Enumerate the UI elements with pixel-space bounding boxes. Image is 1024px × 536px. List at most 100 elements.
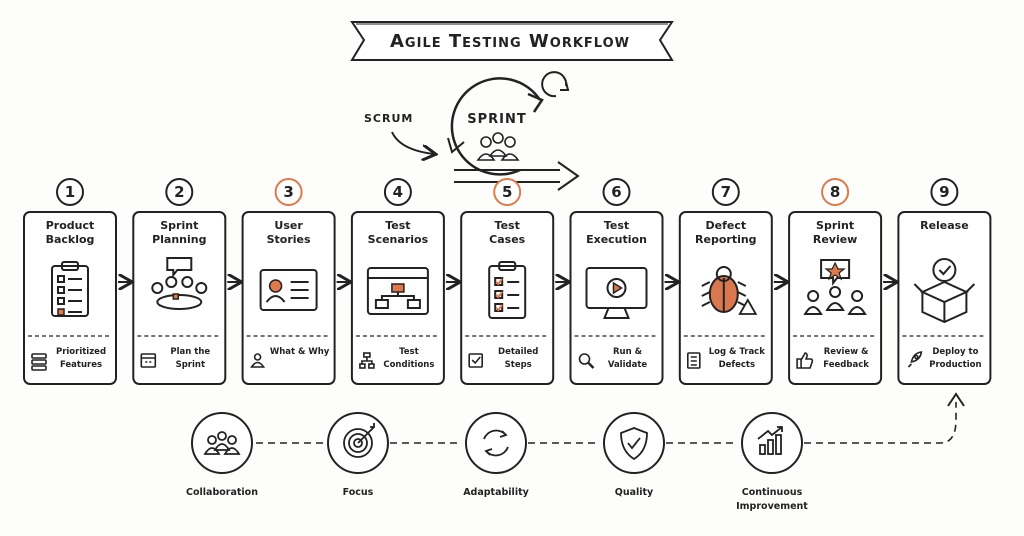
people-icon — [203, 431, 241, 455]
value-label: Collaboration — [186, 487, 258, 498]
growth-chart-icon — [757, 426, 783, 455]
step-card-5 — [460, 178, 555, 385]
value-circle-group — [191, 412, 803, 474]
rocket-icon — [907, 351, 923, 368]
sprint-team-icon — [476, 132, 520, 161]
step-footer: What & Why — [269, 347, 330, 357]
step-number: 4 — [392, 183, 404, 201]
value-label: Adaptability — [463, 487, 529, 498]
step-footer: Review & Feedback — [823, 347, 869, 370]
step-number: 9 — [939, 183, 950, 201]
step-title: User Stories — [266, 219, 311, 246]
step-card-4 — [350, 178, 445, 385]
monitor-play-icon — [585, 267, 648, 319]
step-card-box — [350, 211, 445, 385]
magnifier-icon — [578, 353, 595, 369]
sprint-cycle-icon — [447, 71, 580, 191]
value-collaboration — [191, 412, 253, 474]
step-number-circle — [602, 178, 631, 206]
step-title: Defect Reporting — [695, 219, 757, 246]
checklist-clipboard-icon — [488, 261, 527, 319]
step-card-box — [132, 211, 227, 385]
cycle-arrows-icon — [483, 429, 509, 457]
clipboard-list-icon — [51, 261, 89, 317]
step-card-box — [897, 211, 992, 385]
step-title: Sprint Review — [812, 219, 858, 246]
value-label: Continuous Improvement — [736, 487, 808, 512]
step-title: Test Scenarios — [367, 219, 429, 246]
step-title: Product Backlog — [45, 219, 95, 246]
step-footer: Deploy to Production — [929, 347, 982, 370]
step-number-circle — [383, 178, 412, 206]
step-number-circle — [821, 178, 850, 206]
checkbox-icon — [468, 353, 484, 368]
step-card-box — [241, 211, 336, 385]
team-meeting-icon — [151, 257, 208, 310]
bug-warning-icon — [701, 266, 758, 315]
step-number-circle — [56, 178, 84, 206]
step-number: 1 — [64, 183, 76, 201]
release-arrowhead — [947, 392, 965, 407]
user-icon — [250, 353, 266, 368]
calendar-icon — [140, 353, 157, 368]
step-footer: Plan the Sprint — [170, 347, 211, 370]
step-card-9 — [897, 178, 992, 385]
value-focus — [327, 412, 389, 474]
step-footer: Detailed Steps — [498, 347, 539, 370]
document-icon — [686, 352, 701, 369]
step-number: 5 — [501, 183, 513, 201]
step-card-3 — [241, 178, 336, 385]
step-card-8 — [788, 178, 883, 385]
scrum-arrow — [391, 131, 434, 154]
target-icon — [343, 423, 375, 458]
step-number: 2 — [174, 183, 185, 201]
step-card-2 — [132, 178, 227, 385]
sprint-label: SPRINT — [467, 112, 527, 127]
value-circle — [741, 412, 803, 474]
thumbs-up-icon — [796, 352, 814, 369]
title-banner — [350, 21, 674, 61]
page-title: Agile Testing Workflow — [390, 31, 630, 52]
box-check-icon — [913, 258, 976, 324]
user-card-icon — [259, 269, 318, 311]
step-number: 3 — [283, 183, 294, 201]
value-label: Focus — [342, 487, 374, 498]
step-title: Test Cases — [489, 219, 526, 246]
step-card-box — [460, 211, 555, 385]
flowchart-window-icon — [366, 267, 429, 315]
step-footer: Prioritized Features — [55, 347, 107, 370]
step-number: 7 — [720, 183, 732, 201]
scrum-label: SCRUM — [364, 112, 414, 125]
step-number: 8 — [829, 183, 841, 201]
step-card-box — [23, 211, 117, 385]
value-label: Quality — [614, 487, 654, 498]
value-quality — [603, 412, 665, 474]
step-number-circle — [711, 178, 740, 206]
value-continuous-improvement — [741, 412, 803, 474]
step-card-6 — [569, 178, 664, 385]
step-number: 6 — [611, 183, 622, 201]
step-number-circle — [930, 178, 959, 206]
shield-check-icon — [620, 427, 648, 461]
step-card-1 — [23, 178, 117, 385]
step-footer: Test Conditions — [383, 347, 435, 370]
step-title: Release — [920, 219, 969, 232]
step-title: Sprint Planning — [152, 219, 207, 246]
card-group — [23, 178, 992, 385]
step-footer: Run & Validate — [607, 347, 648, 370]
step-footer: Log & Track Defects — [708, 347, 765, 370]
value-circle — [465, 412, 527, 474]
list-icon — [31, 353, 47, 371]
value-adaptability — [465, 412, 527, 474]
step-number-circle — [165, 178, 194, 206]
value-circle — [191, 412, 253, 474]
team-star-icon — [803, 259, 867, 315]
hierarchy-icon — [359, 352, 375, 369]
step-number-circle — [274, 178, 303, 206]
step-title: Test Execution — [586, 219, 647, 246]
values-dashed-line — [256, 402, 957, 444]
step-card-7 — [678, 178, 773, 385]
value-circle — [603, 412, 665, 474]
